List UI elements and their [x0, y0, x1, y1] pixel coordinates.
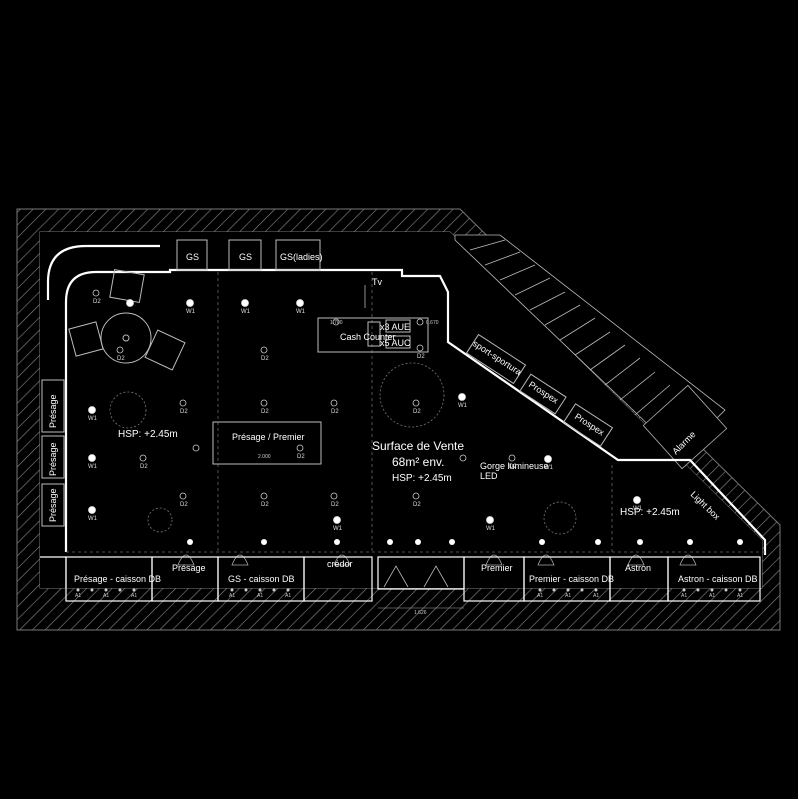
- bottom-fixtures: [187, 539, 743, 545]
- entry-door: [383, 565, 449, 588]
- svg-text:A1: A1: [285, 593, 291, 599]
- svg-text:D2: D2: [93, 299, 101, 305]
- svg-text:A1: A1: [681, 593, 687, 599]
- svg-text:D2: D2: [261, 502, 269, 508]
- svg-text:W1: W1: [296, 309, 306, 315]
- svg-text:D2: D2: [117, 356, 125, 362]
- right-height: HSP: +2.45m: [620, 507, 680, 518]
- gorge-line-1: Gorge lumineuse: [480, 461, 549, 471]
- corner-curve: [46, 244, 160, 283]
- svg-text:D2: D2: [413, 409, 421, 415]
- top-boxes: [176, 239, 321, 271]
- svg-text:D2: D2: [261, 409, 269, 415]
- bottom-frames: [40, 556, 761, 602]
- svg-text:D2: D2: [413, 502, 421, 508]
- bottom-label-2: Présage: [172, 563, 206, 573]
- svg-text:A1: A1: [75, 593, 81, 599]
- svg-text:A1: A1: [537, 593, 543, 599]
- svg-text:W1: W1: [186, 309, 196, 315]
- center-display-label: Présage / Premier: [232, 432, 305, 442]
- dim-2: 0.670: [426, 320, 439, 326]
- svg-text:A1: A1: [229, 593, 235, 599]
- bottom-label-5: Premier: [481, 563, 513, 573]
- svg-text:D2: D2: [297, 454, 305, 460]
- bottom-label-3: GS - caisson DB: [228, 574, 295, 584]
- aue-label: x3 AUE: [380, 322, 410, 332]
- svg-text:W1: W1: [88, 516, 98, 522]
- top-box-3-label: GS(ladies): [280, 252, 323, 262]
- svg-text:A1: A1: [103, 593, 109, 599]
- bottom-label-4: crédor: [327, 559, 353, 569]
- gorge-line-2: LED: [480, 471, 498, 481]
- bottom-label-8: Astron - caisson DB: [678, 574, 758, 584]
- svg-text:W1: W1: [88, 464, 98, 470]
- main-area-height: HSP: +2.45m: [392, 473, 452, 484]
- dim-3: 2.000: [258, 454, 271, 460]
- auc-label: x5 AUC: [380, 338, 411, 348]
- center-display: [212, 421, 322, 465]
- svg-text:W1: W1: [88, 416, 98, 422]
- svg-text:A1: A1: [593, 593, 599, 599]
- bottom-label-7: Astron: [625, 563, 651, 573]
- dim-4: 1.626: [414, 610, 427, 616]
- svg-text:D2: D2: [140, 464, 148, 470]
- svg-text:W1: W1: [241, 309, 251, 315]
- left-height: HSP: +2.45m: [118, 429, 178, 440]
- svg-text:A1: A1: [565, 593, 571, 599]
- main-area-title: Surface de Vente: [372, 439, 464, 453]
- cash-counter: [317, 317, 429, 353]
- bottom-label-6: Premier - caisson DB: [529, 574, 614, 584]
- vitrine-lamps: [177, 554, 697, 566]
- svg-text:D2: D2: [417, 354, 425, 360]
- dim-1: 1.700: [330, 320, 343, 326]
- svg-text:W1: W1: [458, 403, 468, 409]
- top-box-1-label: GS: [186, 252, 199, 262]
- svg-text:A1: A1: [709, 593, 715, 599]
- svg-text:D2: D2: [180, 502, 188, 508]
- left-box-1-label: Présage: [48, 394, 58, 428]
- fixtures-d2-labels: D2 D2 D2 D2 D2 D2 D2 D2 D2 D2 D2 D2 D2 D…: [93, 299, 517, 508]
- main-area-size: 68m² env.: [392, 455, 444, 469]
- svg-text:A1: A1: [737, 593, 743, 599]
- left-box-2-label: Présage: [48, 442, 58, 476]
- fixtures-w1: [88, 299, 641, 524]
- svg-text:W1: W1: [333, 526, 343, 532]
- fixtures-d2: [92, 289, 516, 500]
- svg-text:D2: D2: [261, 356, 269, 362]
- svg-text:D2: D2: [331, 409, 339, 415]
- svg-text:D2: D2: [331, 502, 339, 508]
- fixtures-w1-labels: W1 W1 W1 W1 W1 W1 W1 W1 W1 W1 W1: [88, 309, 643, 532]
- cash-counter-label: Cash Counter: [340, 332, 396, 342]
- stairs: [454, 234, 728, 470]
- interior: [40, 232, 762, 588]
- shop-outline: [64, 268, 767, 555]
- tv-label: Tv: [372, 277, 382, 287]
- a1-fixtures: [76, 588, 742, 592]
- dashed-circles: [109, 362, 577, 535]
- bottom-label-1: Présage - caisson DB: [74, 574, 161, 584]
- left-box-3-label: Présage: [48, 488, 58, 522]
- svg-text:D2: D2: [509, 464, 517, 470]
- top-box-2-label: GS: [239, 252, 252, 262]
- svg-text:A1: A1: [257, 593, 263, 599]
- svg-text:W1: W1: [544, 465, 554, 471]
- left-boxes: [41, 379, 65, 527]
- svg-text:D2: D2: [180, 409, 188, 415]
- diagonal-boxes: [465, 333, 614, 447]
- round-display: [68, 269, 186, 371]
- dash-lines: [66, 272, 765, 553]
- svg-text:W1: W1: [633, 506, 643, 512]
- a1-labels: A1 A1 A1 A1 A1 A1 A1 A1 A1 A1 A1 A1: [75, 593, 743, 599]
- svg-text:A1: A1: [131, 593, 137, 599]
- svg-text:W1: W1: [486, 526, 496, 532]
